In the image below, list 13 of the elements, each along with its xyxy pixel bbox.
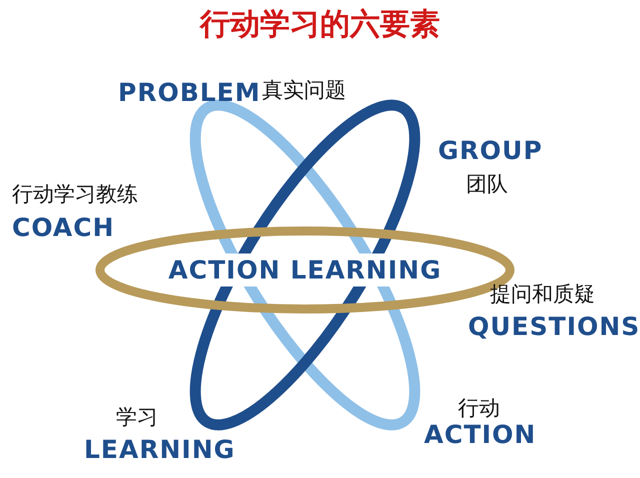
element-label: GROUP bbox=[438, 136, 543, 165]
element-caption: 学习 bbox=[116, 404, 158, 431]
element-caption: 行动 bbox=[458, 395, 500, 422]
element-caption: 行动学习教练 bbox=[12, 181, 138, 208]
element-label: QUESTIONS bbox=[468, 312, 640, 341]
element-caption: 提问和质疑 bbox=[490, 281, 595, 308]
title: 行动学习的六要素 bbox=[198, 6, 441, 44]
element-label: LEARNING bbox=[84, 435, 236, 464]
element-caption: 真实问题 bbox=[262, 77, 346, 104]
element-label: COACH bbox=[12, 213, 115, 242]
element-caption: 团队 bbox=[466, 171, 508, 198]
element-label: ACTION bbox=[424, 420, 536, 449]
element-label: PROBLEM bbox=[118, 78, 261, 107]
